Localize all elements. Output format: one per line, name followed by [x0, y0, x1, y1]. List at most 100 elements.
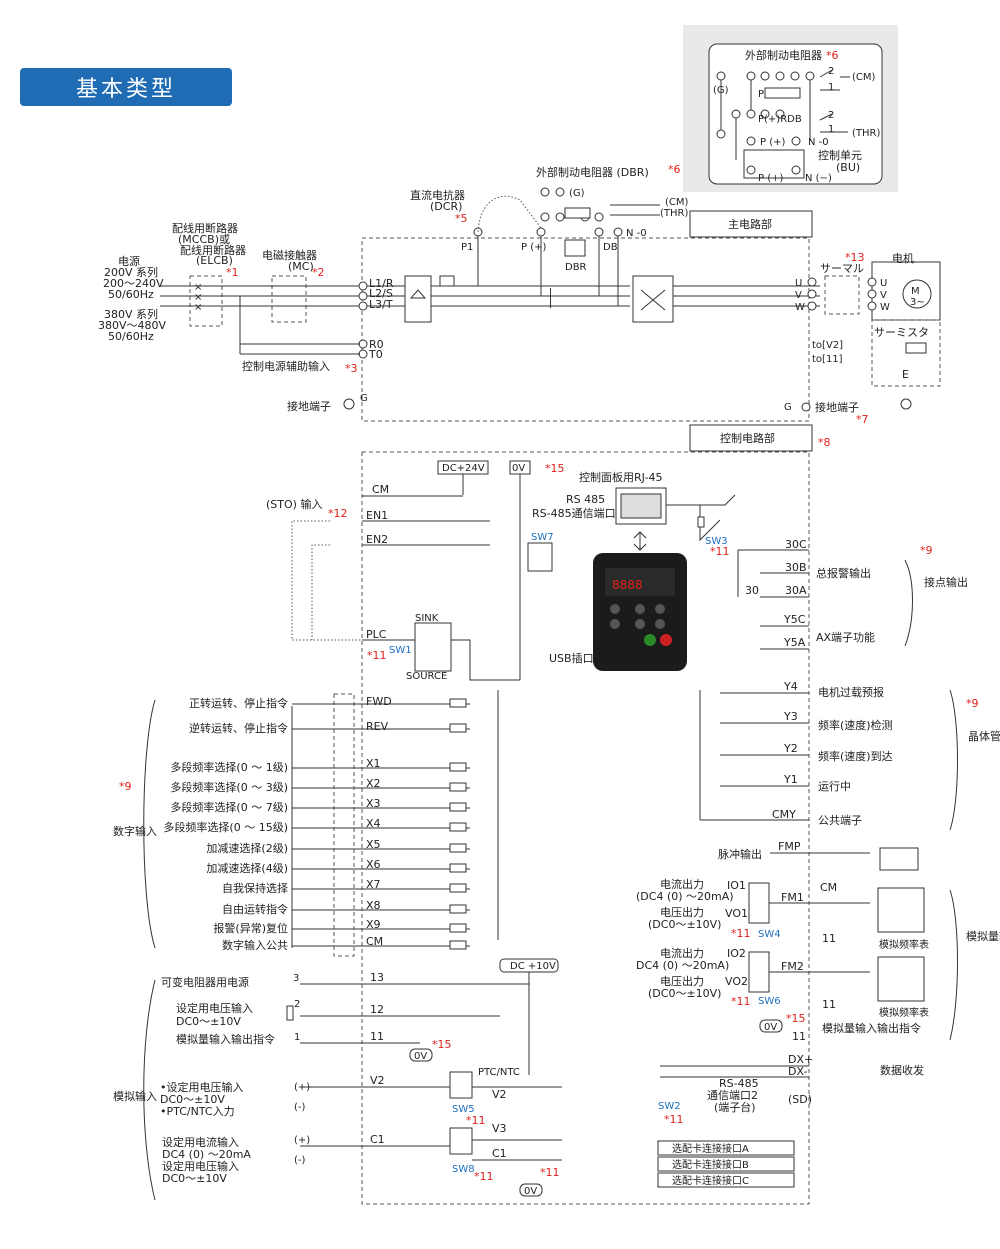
shield-cable: [333, 693, 355, 957]
svg-text:RS 485: RS 485: [566, 493, 605, 506]
digital-input-desc: 多段频率选择(0 ～ 3级): [170, 780, 288, 794]
terminal-l1: L1/R: [369, 277, 394, 290]
digital-input-desc: 自我保持选择: [222, 881, 288, 895]
optocoupler: [449, 802, 467, 812]
svg-text:DBR: DBR: [565, 262, 587, 273]
svg-text:*11: *11: [731, 927, 751, 940]
digital-input-desc: 正转运转、停止指令: [189, 696, 288, 710]
svg-text:IO1: IO1: [727, 879, 746, 892]
digital-input-desc: 多段频率选择(0 ～ 1级): [170, 760, 288, 774]
svg-text:公共端子: 公共端子: [818, 814, 862, 827]
svg-text:380V～480V: 380V～480V: [98, 319, 167, 332]
svg-text:N -0: N -0: [626, 228, 647, 239]
digital-input-desc: 数字输入公共: [222, 938, 288, 952]
optocoupler: [449, 698, 467, 708]
svg-text:×: ×: [194, 282, 202, 293]
data-transfer-label: 数据收发: [880, 1063, 924, 1077]
svg-text:0V: 0V: [524, 1186, 537, 1197]
svg-text:SW6: SW6: [758, 996, 781, 1007]
svg-text:V2: V2: [370, 1074, 385, 1087]
svg-text:P (+): P (+): [521, 242, 546, 253]
optocoupler: [449, 782, 467, 792]
svg-text:*1: *1: [226, 266, 239, 279]
digital-input-desc: 逆转运转、停止指令: [189, 721, 288, 735]
svg-text:11: 11: [370, 1030, 384, 1043]
terminal-x9: X9: [366, 918, 381, 931]
svg-text:(DC4 (0) ～20mA): (DC4 (0) ～20mA): [636, 890, 734, 903]
svg-text:N (−): N (−): [805, 173, 832, 184]
svg-text:(MCCB)或: (MCCB)或: [178, 233, 230, 246]
svg-text:P1: P1: [461, 242, 473, 253]
option-card-label: 选配卡连接接口A: [672, 1142, 749, 1155]
svg-text:SW7: SW7: [531, 532, 554, 543]
svg-text:运行中: 运行中: [818, 780, 851, 793]
svg-text:(SD): (SD): [788, 1093, 812, 1106]
svg-text:*9: *9: [920, 544, 933, 557]
digital-input-desc: 报警(异常)复位: [213, 921, 288, 935]
contactor-mc: 电磁接触器 (MC) *2: [262, 248, 325, 323]
svg-text:(DC0～±10V): (DC0～±10V): [648, 918, 721, 931]
svg-text:电磁接触器: 电磁接触器: [262, 248, 317, 262]
svg-text:DC4 (0) ～20mA): DC4 (0) ～20mA): [636, 959, 729, 972]
svg-text:可变电阻器用电源: 可变电阻器用电源: [161, 975, 249, 989]
svg-text:V3: V3: [492, 1122, 507, 1135]
terminal-cm: CM: [366, 935, 383, 948]
terminal-x1: X1: [366, 757, 381, 770]
svg-text:Y2: Y2: [783, 742, 798, 755]
pulse-output-label: 脉冲输出: [718, 847, 762, 861]
svg-text:V: V: [880, 290, 887, 301]
svg-text:SOURCE: SOURCE: [406, 671, 447, 682]
svg-text:Y3: Y3: [783, 710, 798, 723]
svg-text:*13: *13: [845, 251, 865, 264]
svg-text:*11: *11: [367, 649, 387, 662]
svg-text:模拟量输入输出指令: 模拟量输入输出指令: [822, 1021, 921, 1035]
svg-text:IO2: IO2: [727, 947, 746, 960]
motor-label: 电机: [892, 251, 914, 265]
svg-text:DC4 (0) ～20mA: DC4 (0) ～20mA: [162, 1148, 251, 1161]
svg-text:11: 11: [792, 1030, 806, 1043]
svg-text:*15: *15: [432, 1038, 452, 1051]
svg-text:SW8: SW8: [452, 1164, 475, 1175]
svg-text:设定用电流输入: 设定用电流输入: [162, 1135, 239, 1149]
svg-text:*2: *2: [312, 266, 325, 279]
svg-text:11: 11: [822, 932, 836, 945]
terminal-r0: R0: [369, 338, 384, 351]
panel-display: 8888: [612, 578, 643, 592]
svg-text:CMY: CMY: [772, 808, 796, 821]
svg-text:(CM): (CM): [852, 72, 876, 83]
svg-text:SW4: SW4: [758, 929, 781, 940]
dc24v-label: DC+24V: [442, 463, 485, 474]
svg-text:DX+: DX+: [788, 1053, 813, 1066]
svg-text:G: G: [784, 402, 792, 413]
svg-text:1: 1: [828, 82, 834, 93]
main-circuit-label: 主电路部: [728, 217, 772, 231]
svg-text:CM: CM: [820, 881, 837, 894]
svg-text:电机过载预报: 电机过载预报: [818, 685, 884, 699]
inset-mark: *6: [826, 49, 839, 62]
svg-text:3~: 3~: [910, 297, 925, 308]
svg-text:Y5A: Y5A: [783, 636, 806, 649]
svg-text:U: U: [880, 278, 887, 289]
svg-text:CM: CM: [372, 483, 389, 496]
svg-text:13: 13: [370, 971, 384, 984]
svg-text:M: M: [911, 286, 920, 297]
svg-text:W: W: [880, 302, 890, 313]
svg-text:1: 1: [294, 1032, 300, 1043]
aux-input-label: 控制电源辅助输入: [242, 359, 330, 373]
svg-text:配线用断路器: 配线用断路器: [172, 221, 238, 235]
svg-text:(+): (+): [294, 1082, 310, 1093]
svg-text:DC0～±10V: DC0～±10V: [160, 1093, 225, 1106]
power-source: 电源 200V 系列 200～240V 50/60Hz 380V 系列 380V…: [98, 254, 167, 343]
svg-text:V2: V2: [492, 1088, 507, 1101]
svg-text:PLC: PLC: [366, 628, 387, 641]
svg-text:*11: *11: [710, 545, 730, 558]
page-title: 基本类型: [20, 68, 232, 106]
svg-text:FM1: FM1: [781, 891, 804, 904]
svg-text:2: 2: [828, 66, 834, 77]
digital-input-desc: 多段频率选择(0 ～ 7级): [170, 800, 288, 814]
alarm-output-label: 总报警输出: [816, 566, 871, 580]
svg-text:SW2: SW2: [658, 1101, 681, 1112]
svg-text:电压出力: 电压出力: [660, 974, 704, 988]
svg-text:*11: *11: [466, 1114, 486, 1127]
